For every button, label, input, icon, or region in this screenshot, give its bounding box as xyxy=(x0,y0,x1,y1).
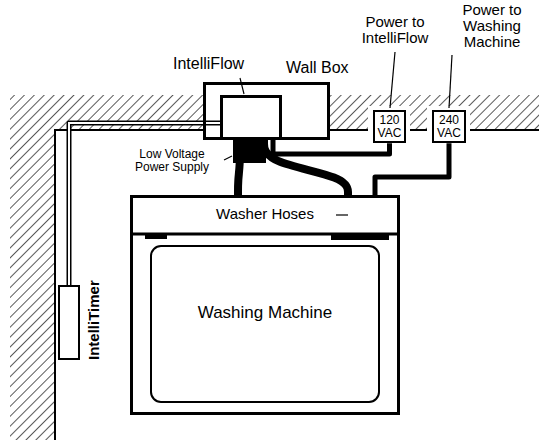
node-label: 120 VAC xyxy=(375,112,404,141)
node-label: Wall Box xyxy=(286,60,349,77)
leader-line xyxy=(224,156,232,160)
intelliflow-unit: IntelliFlow xyxy=(220,95,282,140)
washing-machine: Washing Machine xyxy=(130,195,400,415)
power-cord xyxy=(375,143,449,195)
wall-box-opening xyxy=(203,82,330,140)
node-label: 240 VAC xyxy=(434,112,464,141)
lid-tab xyxy=(145,235,167,239)
washer-lid xyxy=(151,246,379,402)
washer-hose xyxy=(238,140,240,195)
outlet-clearing xyxy=(368,106,410,146)
power-label: Power to Washing Machine xyxy=(447,2,537,49)
outlet-box: 240 VAC xyxy=(432,110,466,143)
wall-hatch xyxy=(10,95,539,440)
node-label: Washing Machine xyxy=(193,304,337,322)
washer-hose xyxy=(264,140,348,195)
leader-line xyxy=(336,214,348,215)
intellitimer-box: IntelliTimer xyxy=(58,285,80,360)
outlet-box: 120 VAC xyxy=(373,110,406,143)
callout-label: Low Voltage Power Supply xyxy=(122,148,222,173)
leader-line xyxy=(449,55,452,108)
node-label: IntelliFlow xyxy=(173,56,244,73)
wall-box: IntelliFlowWall Box xyxy=(203,82,330,140)
callout-label: Washer Hoses xyxy=(196,206,334,222)
leader-line xyxy=(240,78,244,94)
lid-tab xyxy=(331,235,389,240)
node-label: IntelliTimer xyxy=(86,280,102,360)
power-label: Power to IntelliFlow xyxy=(352,14,438,46)
leader-line xyxy=(390,52,395,108)
wall-face xyxy=(55,130,539,440)
outlet-clearing xyxy=(427,106,470,146)
